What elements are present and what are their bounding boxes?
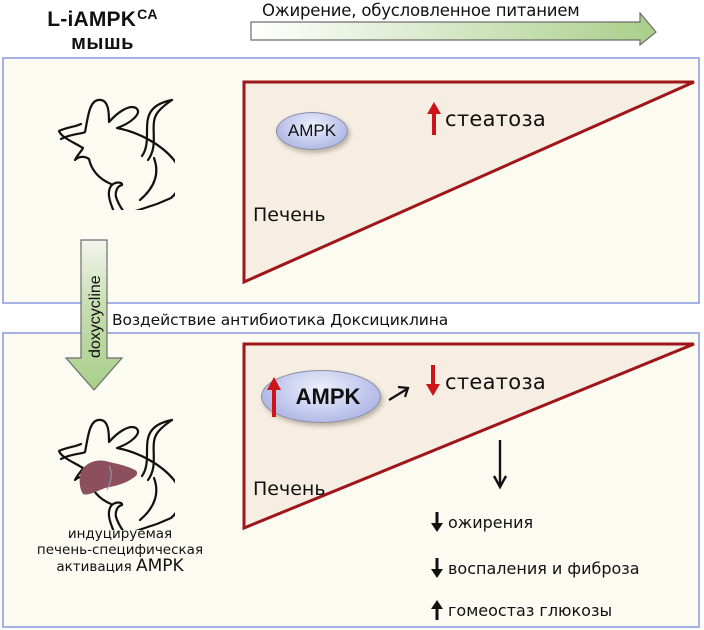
down-arrow-icon — [426, 365, 440, 396]
ampk-label: AMPK — [287, 121, 337, 140]
up-arrow-icon — [427, 102, 441, 135]
liver-label-top: Печень — [253, 204, 326, 226]
mouse-model-title: L-iAMPKCA мышь — [20, 2, 185, 54]
doxycycline-arrow-icon: doxycycline — [64, 239, 124, 391]
effect-label: гомеостаз глюкозы — [448, 600, 613, 620]
effect-label: воспаления и фиброза — [448, 558, 640, 578]
ampk-label-bold: AMPK — [295, 383, 361, 409]
mouse-caption: индуцируемая печень-специфическая актива… — [20, 526, 220, 575]
effect-item-glucose-homeostasis: гомеостаз глюкозы — [430, 596, 640, 624]
down-arrow-icon — [492, 440, 508, 490]
mouse-icon — [57, 98, 175, 210]
effects-list: ожирения воспаления и фиброза гомеостаз … — [430, 508, 640, 624]
ampk-protein-badge: AMPK — [276, 112, 348, 150]
down-arrow-icon — [431, 558, 443, 578]
up-arrow-icon — [267, 377, 281, 417]
model-subtitle: мышь — [71, 32, 134, 54]
mouse-caption-line3-prefix: активация — [56, 559, 136, 575]
down-arrow-icon — [431, 512, 443, 532]
steatosis-label-top: стеатоза — [445, 107, 547, 131]
treatment-caption: Воздействие антибиотика Доксициклина — [112, 311, 449, 329]
liver-organ-icon — [79, 460, 138, 495]
ampk-activated-badge: AMPK — [261, 370, 381, 423]
right-arrow-icon — [250, 12, 657, 47]
mouse-caption-line2: печень-специфическая — [36, 542, 204, 558]
mouse-caption-ampk: AMPK — [135, 556, 184, 576]
leads-to-arrow-icon — [388, 385, 410, 401]
model-name-main: L-iAMPK — [47, 8, 137, 31]
up-arrow-icon — [431, 600, 443, 620]
mouse-caption-line3: активация AMPK — [20, 556, 220, 576]
model-name: L-iAMPKCA — [20, 2, 185, 32]
doxycycline-label: doxycycline — [87, 275, 104, 358]
model-name-superscript: CA — [137, 6, 158, 22]
effect-item-obesity: ожирения — [430, 508, 640, 536]
effect-label: ожирения — [448, 512, 534, 532]
steatosis-label-bottom: стеатоза — [445, 370, 547, 394]
mouse-caption-line1: индуцируемая — [67, 526, 173, 542]
timeline-label: Ожирение, обусловленное питанием — [262, 1, 580, 20]
effect-item-inflammation-fibrosis: воспаления и фиброза — [430, 554, 640, 582]
liver-label-bottom: Печень — [253, 478, 326, 500]
timeline-arrow-shape — [250, 12, 657, 47]
mouse-with-liver-icon — [57, 418, 175, 530]
